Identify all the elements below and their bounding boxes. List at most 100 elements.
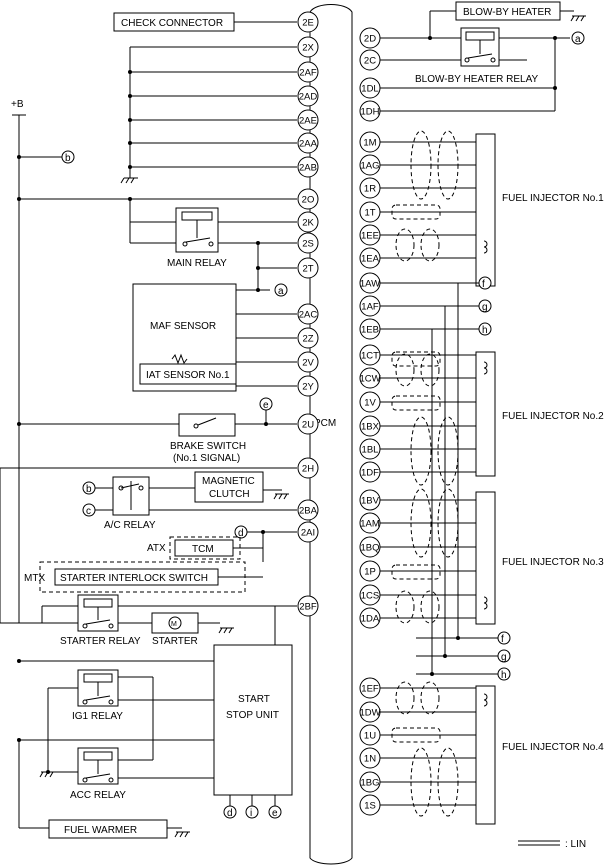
pcm-pin-2ac	[297, 303, 319, 325]
pcm-pin-2ab	[297, 156, 319, 178]
pcm-pin-1bq-label: 1BQ	[360, 543, 379, 554]
pcm-pin-1ag-label: 1AG	[360, 161, 379, 172]
pcm-pin-1dh-label: 1DH	[360, 107, 379, 118]
pcm-pin-1n-label: 1N	[364, 754, 376, 765]
ground-icon	[174, 831, 190, 838]
pcm-pin-1bv-label: 1BV	[361, 496, 380, 507]
pcm-pin-2x	[297, 36, 319, 58]
ground-icon	[120, 177, 138, 184]
magnetic-clutch-label-1: MAGNETIC	[202, 476, 255, 487]
blowby-heater-label: BLOW-BY HEATER	[463, 7, 551, 18]
fuel-warmer	[48, 819, 168, 839]
brake-switch-label: BRAKE SWITCH	[170, 441, 246, 452]
connector-a-2	[571, 31, 585, 45]
svg-text:e: e	[263, 400, 269, 411]
pcm-pin-2c-label: 2C	[364, 56, 376, 67]
mtx-label: MTX	[24, 573, 45, 584]
svg-text:h: h	[482, 325, 488, 336]
shield-ellipses	[391, 130, 459, 817]
pcm-pin-2bf	[297, 595, 319, 617]
connector-e-2	[268, 805, 282, 819]
pcm-pin-2u	[297, 413, 319, 435]
injector-2-label: FUEL INJECTOR No.2	[502, 411, 604, 422]
acc-relay-label: ACC RELAY	[70, 790, 126, 801]
brake-switch	[178, 413, 236, 437]
pcm-pin-2aa	[297, 132, 319, 154]
svg-text:i: i	[250, 808, 252, 819]
pcm-pin-1u-label: 1U	[364, 731, 376, 742]
pcm-pin-2s	[297, 232, 319, 254]
pcm-pin-2v-label: 2V	[302, 358, 314, 369]
connector-e-1	[259, 397, 273, 411]
pcm-pin-1cs-label: 1CS	[361, 591, 379, 602]
pcm-pin-2k	[297, 211, 319, 233]
pcm-pin-1dl-label: 1DL	[361, 84, 378, 95]
injector-3-label: FUEL INJECTOR No.3	[502, 557, 604, 568]
connector-f-1	[478, 276, 492, 290]
pcm-pin-1af-label: 1AF	[361, 302, 379, 313]
pcm-pin-2s-label: 2S	[302, 239, 314, 250]
pcm-label: PCM	[314, 418, 336, 429]
check-connector-label: CHECK CONNECTOR	[121, 18, 223, 29]
lin-legend-label: : LIN	[565, 839, 586, 850]
pcm-pin-2bf-label: 2BF	[299, 602, 317, 613]
pcm-pin-2ba	[297, 499, 319, 521]
ground-icon	[39, 771, 55, 778]
pcm-pin-2ad-label: 2AD	[299, 92, 318, 103]
pcm-pin-2h	[297, 457, 319, 479]
ground-icon	[273, 493, 289, 500]
fuel-warmer-label: FUEL WARMER	[64, 825, 137, 836]
start-stop-label-1: START	[238, 694, 270, 705]
svg-text:a: a	[278, 286, 284, 297]
pcm-body	[309, 4, 353, 865]
pcm-pin-2o-label: 2O	[302, 195, 315, 206]
iat-sensor-label: IAT SENSOR No.1	[146, 370, 230, 381]
svg-text:b: b	[65, 153, 71, 164]
pcm-pin-2ae	[297, 109, 319, 131]
pcm-pin-2aa-label: 2AA	[299, 139, 318, 150]
pcm-pin-1p-label: 1P	[364, 567, 376, 578]
svg-text:h: h	[501, 670, 507, 681]
pcm-pin-2u-label: 2U	[302, 420, 314, 431]
ground-icon	[570, 15, 586, 22]
pcm-pin-2af	[297, 61, 319, 83]
pcm-pin-1t-label: 1T	[364, 208, 375, 219]
injector-1-label: FUEL INJECTOR No.1	[502, 193, 604, 204]
connector-a-1	[274, 283, 288, 297]
pcm-pin-2ad	[297, 85, 319, 107]
ig1-relay-label: IG1 RELAY	[72, 711, 123, 722]
pcm-pin-1am-label: 1AM	[360, 519, 380, 530]
pcm-pin-2ai	[297, 521, 319, 543]
magnetic-clutch	[194, 471, 264, 503]
pcm-pin-1bl-label: 1BL	[362, 445, 379, 456]
svg-text:g: g	[501, 652, 507, 663]
blowby-heater-relay-label: BLOW-BY HEATER RELAY	[415, 74, 539, 85]
svg-text:e: e	[272, 808, 278, 819]
atx-label: ATX	[147, 543, 166, 554]
pcm-pin-2z-label: 2Z	[302, 334, 313, 345]
pcm-pin-1ef-label: 1EF	[361, 684, 379, 695]
injector-2-connector	[475, 351, 496, 477]
connector-d-2	[223, 805, 237, 819]
pcm-pin-2ba-label: 2BA	[299, 506, 318, 517]
svg-text:c: c	[86, 506, 91, 517]
pcm-pin-2x-label: 2X	[302, 43, 314, 54]
injector-1-connector	[475, 133, 496, 287]
pcm-pin-1s-label: 1S	[364, 801, 376, 812]
injector-coil-icon	[483, 240, 488, 707]
connector-f-2	[497, 631, 511, 645]
pcm-pin-1dw-label: 1DW	[359, 708, 380, 719]
pcm-pin-1eb-label: 1EB	[361, 325, 379, 336]
pcm-pin-2z	[297, 327, 319, 349]
injector-4-connector	[475, 685, 496, 825]
svg-text:f: f	[482, 279, 485, 290]
pcm-pin-2ae-label: 2AE	[299, 116, 317, 127]
pcm-pin-1cw-label: 1CW	[359, 374, 380, 385]
pcm-pin-2ac-label: 2AC	[299, 310, 318, 321]
pcm-pin-2t	[297, 257, 319, 279]
pcm-pin-2t-label: 2T	[302, 264, 313, 275]
pcm-pin-2v	[297, 351, 319, 373]
starter-interlock-label: STARTER INTERLOCK SWITCH	[60, 573, 208, 584]
pcm-pin-2e	[297, 11, 319, 33]
